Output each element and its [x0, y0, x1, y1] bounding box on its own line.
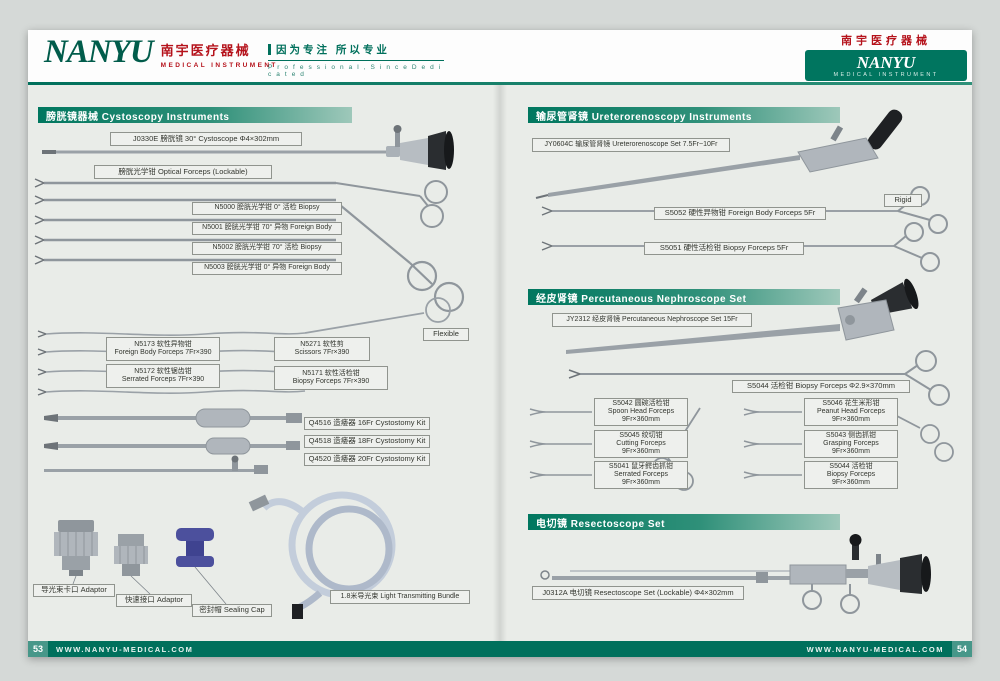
section-header-resectoscope: 电切镜 Resectoscope Set	[528, 514, 840, 530]
label-line: S5042 圆碗活检钳	[612, 399, 670, 407]
label-line: N5173 软性异物钳	[134, 340, 192, 348]
label-s5043: S5043 侧齿抓钳 Grasping Forceps 9Fr×360mm	[804, 430, 898, 458]
label-adaptor-bayonet: 导光束卡口 Adaptor	[33, 584, 115, 597]
label-line: Serrated Forceps 7Fr×390	[121, 376, 205, 383]
label-q4520: Q4520 造瘘器 20Fr Cystostomy Kit	[304, 453, 430, 466]
footer-url-right: WWW.NANYU-MEDICAL.COM	[806, 644, 944, 654]
brand-chinese-name: 南宇医疗器械	[160, 43, 251, 58]
label-s5045: S5045 绞切钳 Cutting Forceps 9Fr×360mm	[594, 430, 688, 458]
label-n5000: N5000 膀胱光学钳 0° 活检 Biopsy	[192, 202, 342, 215]
label-rigid: Rigid	[884, 194, 922, 207]
footer-right: WWW.NANYU-MEDICAL.COM 54	[807, 641, 972, 657]
label-n5001: N5001 膀胱光学钳 70° 异物 Foreign Body	[192, 222, 342, 235]
label-n5171: N5171 软性活检钳 Biopsy Forceps 7Fr×390	[274, 366, 388, 390]
label-q4518: Q4518 造瘘器 18Fr Cystostomy Kit	[304, 435, 430, 448]
section-header-ureterorenoscopy: 输尿管肾镜 Ureterorenoscopy Instruments	[528, 107, 840, 123]
label-line: S5043 侧齿抓钳	[825, 431, 877, 439]
section-header-cystoscopy: 膀胱镜器械 Cystoscopy Instruments	[38, 107, 352, 123]
brand-wordmark: NANYU	[44, 34, 154, 70]
label-line: 9Fr×360mm	[622, 416, 660, 424]
slogan-tick-icon	[268, 44, 271, 55]
label-s5044: S5044 活检钳 Biopsy Forceps 9Fr×360mm	[804, 461, 898, 489]
footer-url-left: WWW.NANYU-MEDICAL.COM	[56, 644, 194, 654]
label-line: S5045 绞切钳	[619, 431, 663, 439]
label-line: Biopsy Forceps 7Fr×390	[292, 378, 370, 385]
label-line: N5171 软性活检钳	[302, 369, 360, 377]
label-adaptor-quick: 快速接口 Adaptor	[116, 594, 192, 607]
label-s5044-big: S5044 活检钳 Biopsy Forceps Φ2.9×370mm	[732, 380, 910, 393]
label-jy2312: JY2312 经皮肾镜 Percutaneous Nephroscope Set…	[552, 313, 752, 327]
label-line: S5046 花生米形钳	[822, 399, 880, 407]
label-cystoscope-j0330e: J0330E 膀胱镜 30° Cystoscope Φ4×302mm	[110, 132, 302, 146]
label-optical-forceps: 膀胱光学钳 Optical Forceps (Lockable)	[94, 165, 272, 179]
brand-logo-right: 南宇医疗器械 NANYU MEDICAL INSTRUMENT	[805, 32, 967, 81]
label-s5042: S5042 圆碗活检钳 Spoon Head Forceps 9Fr×360mm	[594, 398, 688, 426]
label-line: S5041 鼠牙鳄齿抓钳	[608, 462, 674, 470]
label-n5172: N5172 软性锯齿钳 Serrated Forceps 7Fr×390	[106, 364, 220, 388]
footer-bar: 53 WWW.NANYU-MEDICAL.COM WWW.NANYU-MEDIC…	[28, 641, 972, 657]
slogan-chinese-text: 因为专注 所以专业	[276, 44, 390, 56]
page-fold-shadow	[493, 85, 507, 641]
label-q4516: Q4516 造瘘器 16Fr Cystostomy Kit	[304, 417, 430, 430]
brand-wordmark-right: NANYU	[856, 52, 916, 72]
label-flexible: Flexible	[423, 328, 469, 341]
brand-chinese-name-right: 南宇医疗器械	[841, 35, 931, 47]
label-line: Peanut Head Forceps	[816, 407, 886, 415]
slogan-english: P r o f e s s i o n a l , S i n c e D e …	[268, 64, 442, 78]
page-header: NANYU 南宇医疗器械 MEDICAL INSTRUMENT 因为专注 所以专…	[28, 30, 972, 82]
label-line: 9Fr×360mm	[832, 448, 870, 456]
page-number-left: 53	[28, 641, 49, 657]
brand-logo-left: NANYU 南宇医疗器械 MEDICAL INSTRUMENT	[44, 34, 278, 70]
label-line: Foreign Body Forceps 7Fr×390	[114, 349, 212, 356]
brand-teal-block: NANYU MEDICAL INSTRUMENT	[805, 50, 967, 81]
label-line: Biopsy Forceps	[826, 470, 876, 478]
brand-subtitle: MEDICAL INSTRUMENT	[160, 62, 278, 69]
label-line: S5044 活检钳	[829, 462, 873, 470]
page-number-right: 54	[951, 641, 972, 657]
brand-slogan: 因为专注 所以专业 P r o f e s s i o n a l , S i …	[268, 42, 444, 78]
label-n5271: N5271 软性剪 Scissors 7Fr×390	[274, 337, 370, 361]
brand-text-column: 南宇医疗器械 MEDICAL INSTRUMENT	[161, 36, 278, 69]
label-s5041: S5041 鼠牙鳄齿抓钳 Serrated Forceps 9Fr×360mm	[594, 461, 688, 489]
label-n5003: N5003 膀胱光学钳 0° 异物 Foreign Body	[192, 262, 342, 275]
label-line: 9Fr×360mm	[622, 479, 660, 487]
label-line: N5271 软性剪	[300, 340, 344, 348]
label-line: N5172 软性锯齿钳	[134, 367, 192, 375]
label-line: 9Fr×360mm	[622, 448, 660, 456]
label-n5173: N5173 软性异物钳 Foreign Body Forceps 7Fr×390	[106, 337, 220, 361]
label-line: Scissors 7Fr×390	[294, 349, 350, 356]
section-header-nephroscope: 经皮肾镜 Percutaneous Nephroscope Set	[528, 289, 840, 305]
label-s5052: S5052 硬性异物钳 Foreign Body Forceps 5Fr	[654, 207, 826, 220]
label-n5002: N5002 膀胱光学钳 70° 活检 Biopsy	[192, 242, 342, 255]
label-line: Serrated Forceps	[613, 470, 669, 478]
label-s5046: S5046 花生米形钳 Peanut Head Forceps 9Fr×360m…	[804, 398, 898, 426]
label-line: 9Fr×360mm	[832, 479, 870, 487]
label-light-bundle: 1.8米导光束 Light Transmitting Bundle	[330, 590, 470, 604]
footer-left: 53 WWW.NANYU-MEDICAL.COM	[28, 641, 193, 657]
label-sealing-cap: 密封帽 Sealing Cap	[192, 604, 272, 617]
brand-subtitle-right: MEDICAL INSTRUMENT	[833, 71, 939, 78]
label-line: Spoon Head Forceps	[607, 407, 675, 415]
label-j0312a: J0312A 电切镜 Resectoscope Set (Lockable) Φ…	[532, 586, 744, 600]
header-divider-rule	[28, 82, 972, 85]
label-line: Cutting Forceps	[616, 439, 666, 447]
label-s5051: S5051 硬性活检钳 Biopsy Forceps 5Fr	[644, 242, 804, 255]
slogan-chinese: 因为专注 所以专业	[268, 42, 444, 61]
label-jy0604c: JY0604C 输尿管肾镜 Ureterorenoscope Set 7.5Fr…	[532, 138, 730, 152]
label-line: Grasping Forceps	[823, 439, 879, 447]
label-line: 9Fr×360mm	[832, 416, 870, 424]
